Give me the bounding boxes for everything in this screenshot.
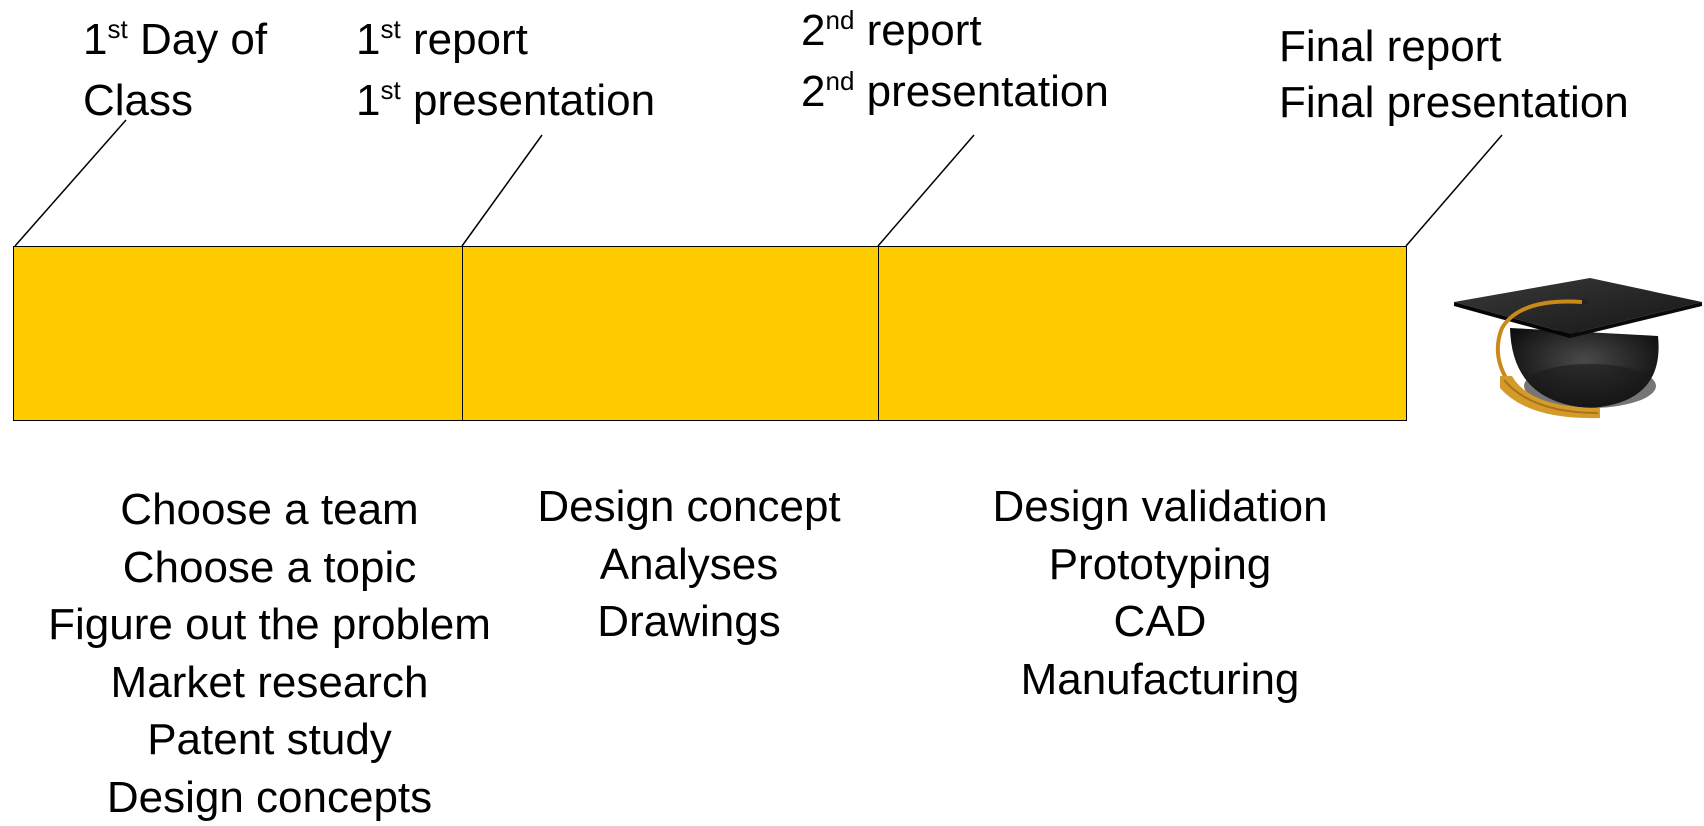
connector-line-second-report xyxy=(878,135,974,246)
connector-line-first-report xyxy=(462,135,542,246)
phase-2-activity-list: Design concept Analyses Drawings xyxy=(520,478,858,651)
phase-1-activity: Choose a topic xyxy=(29,539,510,597)
graduation-cap-icon xyxy=(1440,258,1704,438)
phase-3-activity: Manufacturing xyxy=(970,651,1350,709)
phase-2-activity: Drawings xyxy=(520,593,858,651)
phase-1-activity: Design concepts xyxy=(29,769,510,826)
phase-3-activity-list: Design validation Prototyping CAD Manufa… xyxy=(970,478,1350,708)
phase-3-activity: CAD xyxy=(970,593,1350,651)
connector-line-final xyxy=(1406,135,1502,246)
phase-1-activity: Figure out the problem xyxy=(29,596,510,654)
phase-1-activity-list: Choose a team Choose a topic Figure out … xyxy=(29,481,510,826)
phase-1-activity: Choose a team xyxy=(29,481,510,539)
phase-2-activity: Analyses xyxy=(520,536,858,594)
timeline-segment-1 xyxy=(13,246,463,421)
connector-line-first-day xyxy=(15,120,126,246)
timeline-segment-3 xyxy=(878,246,1407,421)
phase-3-activity: Design validation xyxy=(970,478,1350,536)
phase-2-activity: Design concept xyxy=(520,478,858,536)
timeline-segment-2 xyxy=(462,246,879,421)
phase-1-activity: Patent study xyxy=(29,711,510,769)
phase-1-activity: Market research xyxy=(29,654,510,712)
phase-3-activity: Prototyping xyxy=(970,536,1350,594)
